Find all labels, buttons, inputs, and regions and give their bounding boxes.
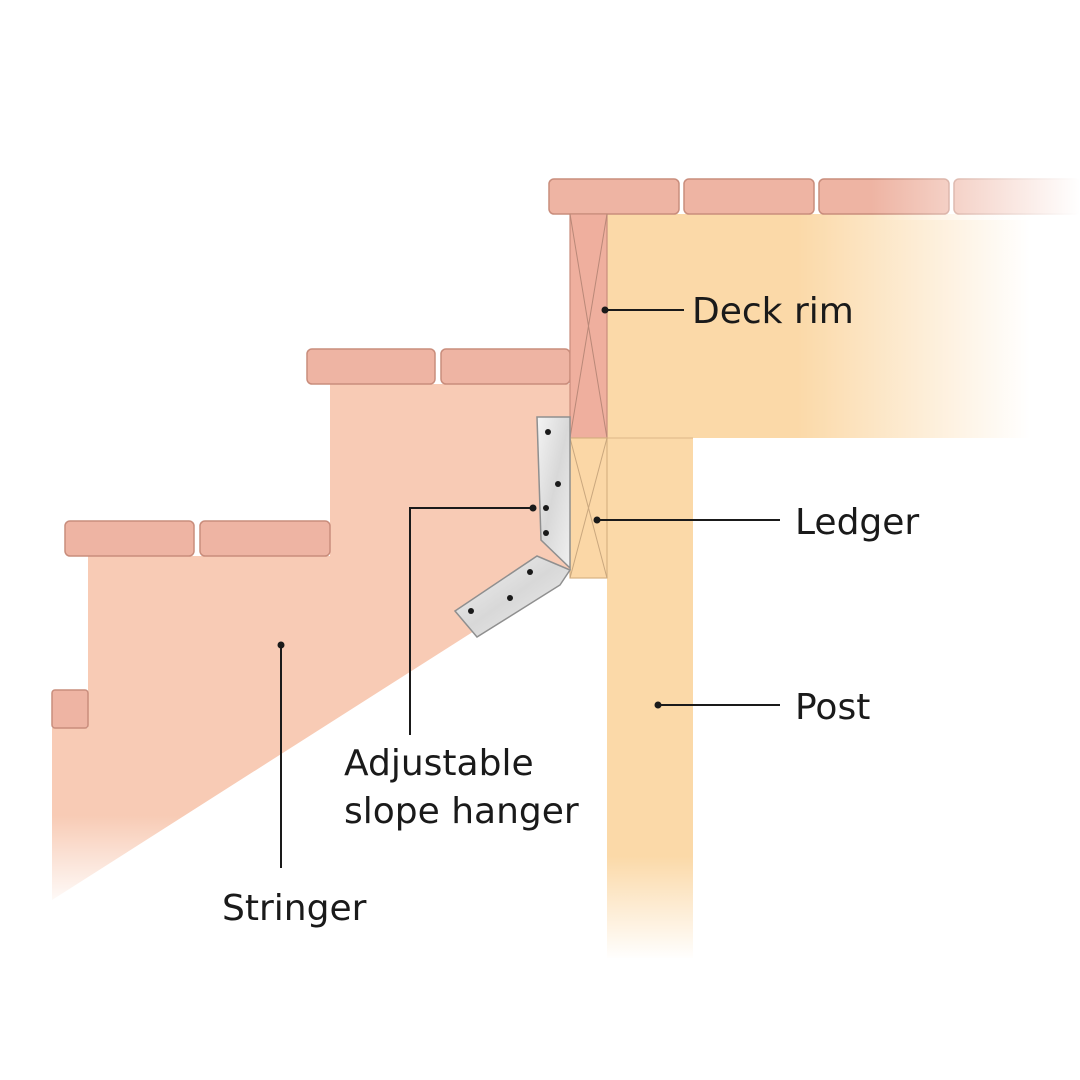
label-deck-rim: Deck rim <box>692 291 854 332</box>
deck-rim <box>569 213 608 439</box>
label-stringer: Stringer <box>222 888 367 929</box>
label-hanger-line2: slope hanger <box>344 791 579 832</box>
post <box>600 437 700 960</box>
label-post: Post <box>795 687 870 728</box>
leader-post <box>654 701 780 709</box>
ledger <box>569 437 608 579</box>
leader-ledger <box>593 516 780 524</box>
deck-boards <box>548 175 1080 220</box>
stringer <box>40 384 600 910</box>
stair-treads <box>51 348 571 729</box>
label-ledger: Ledger <box>795 502 919 543</box>
leader-deck-rim <box>601 306 684 314</box>
slope-hanger <box>453 416 572 638</box>
label-hanger-line1: Adjustable <box>344 743 534 784</box>
joist <box>607 214 1030 438</box>
leader-hanger <box>409 504 537 735</box>
leader-stringer <box>277 641 285 868</box>
